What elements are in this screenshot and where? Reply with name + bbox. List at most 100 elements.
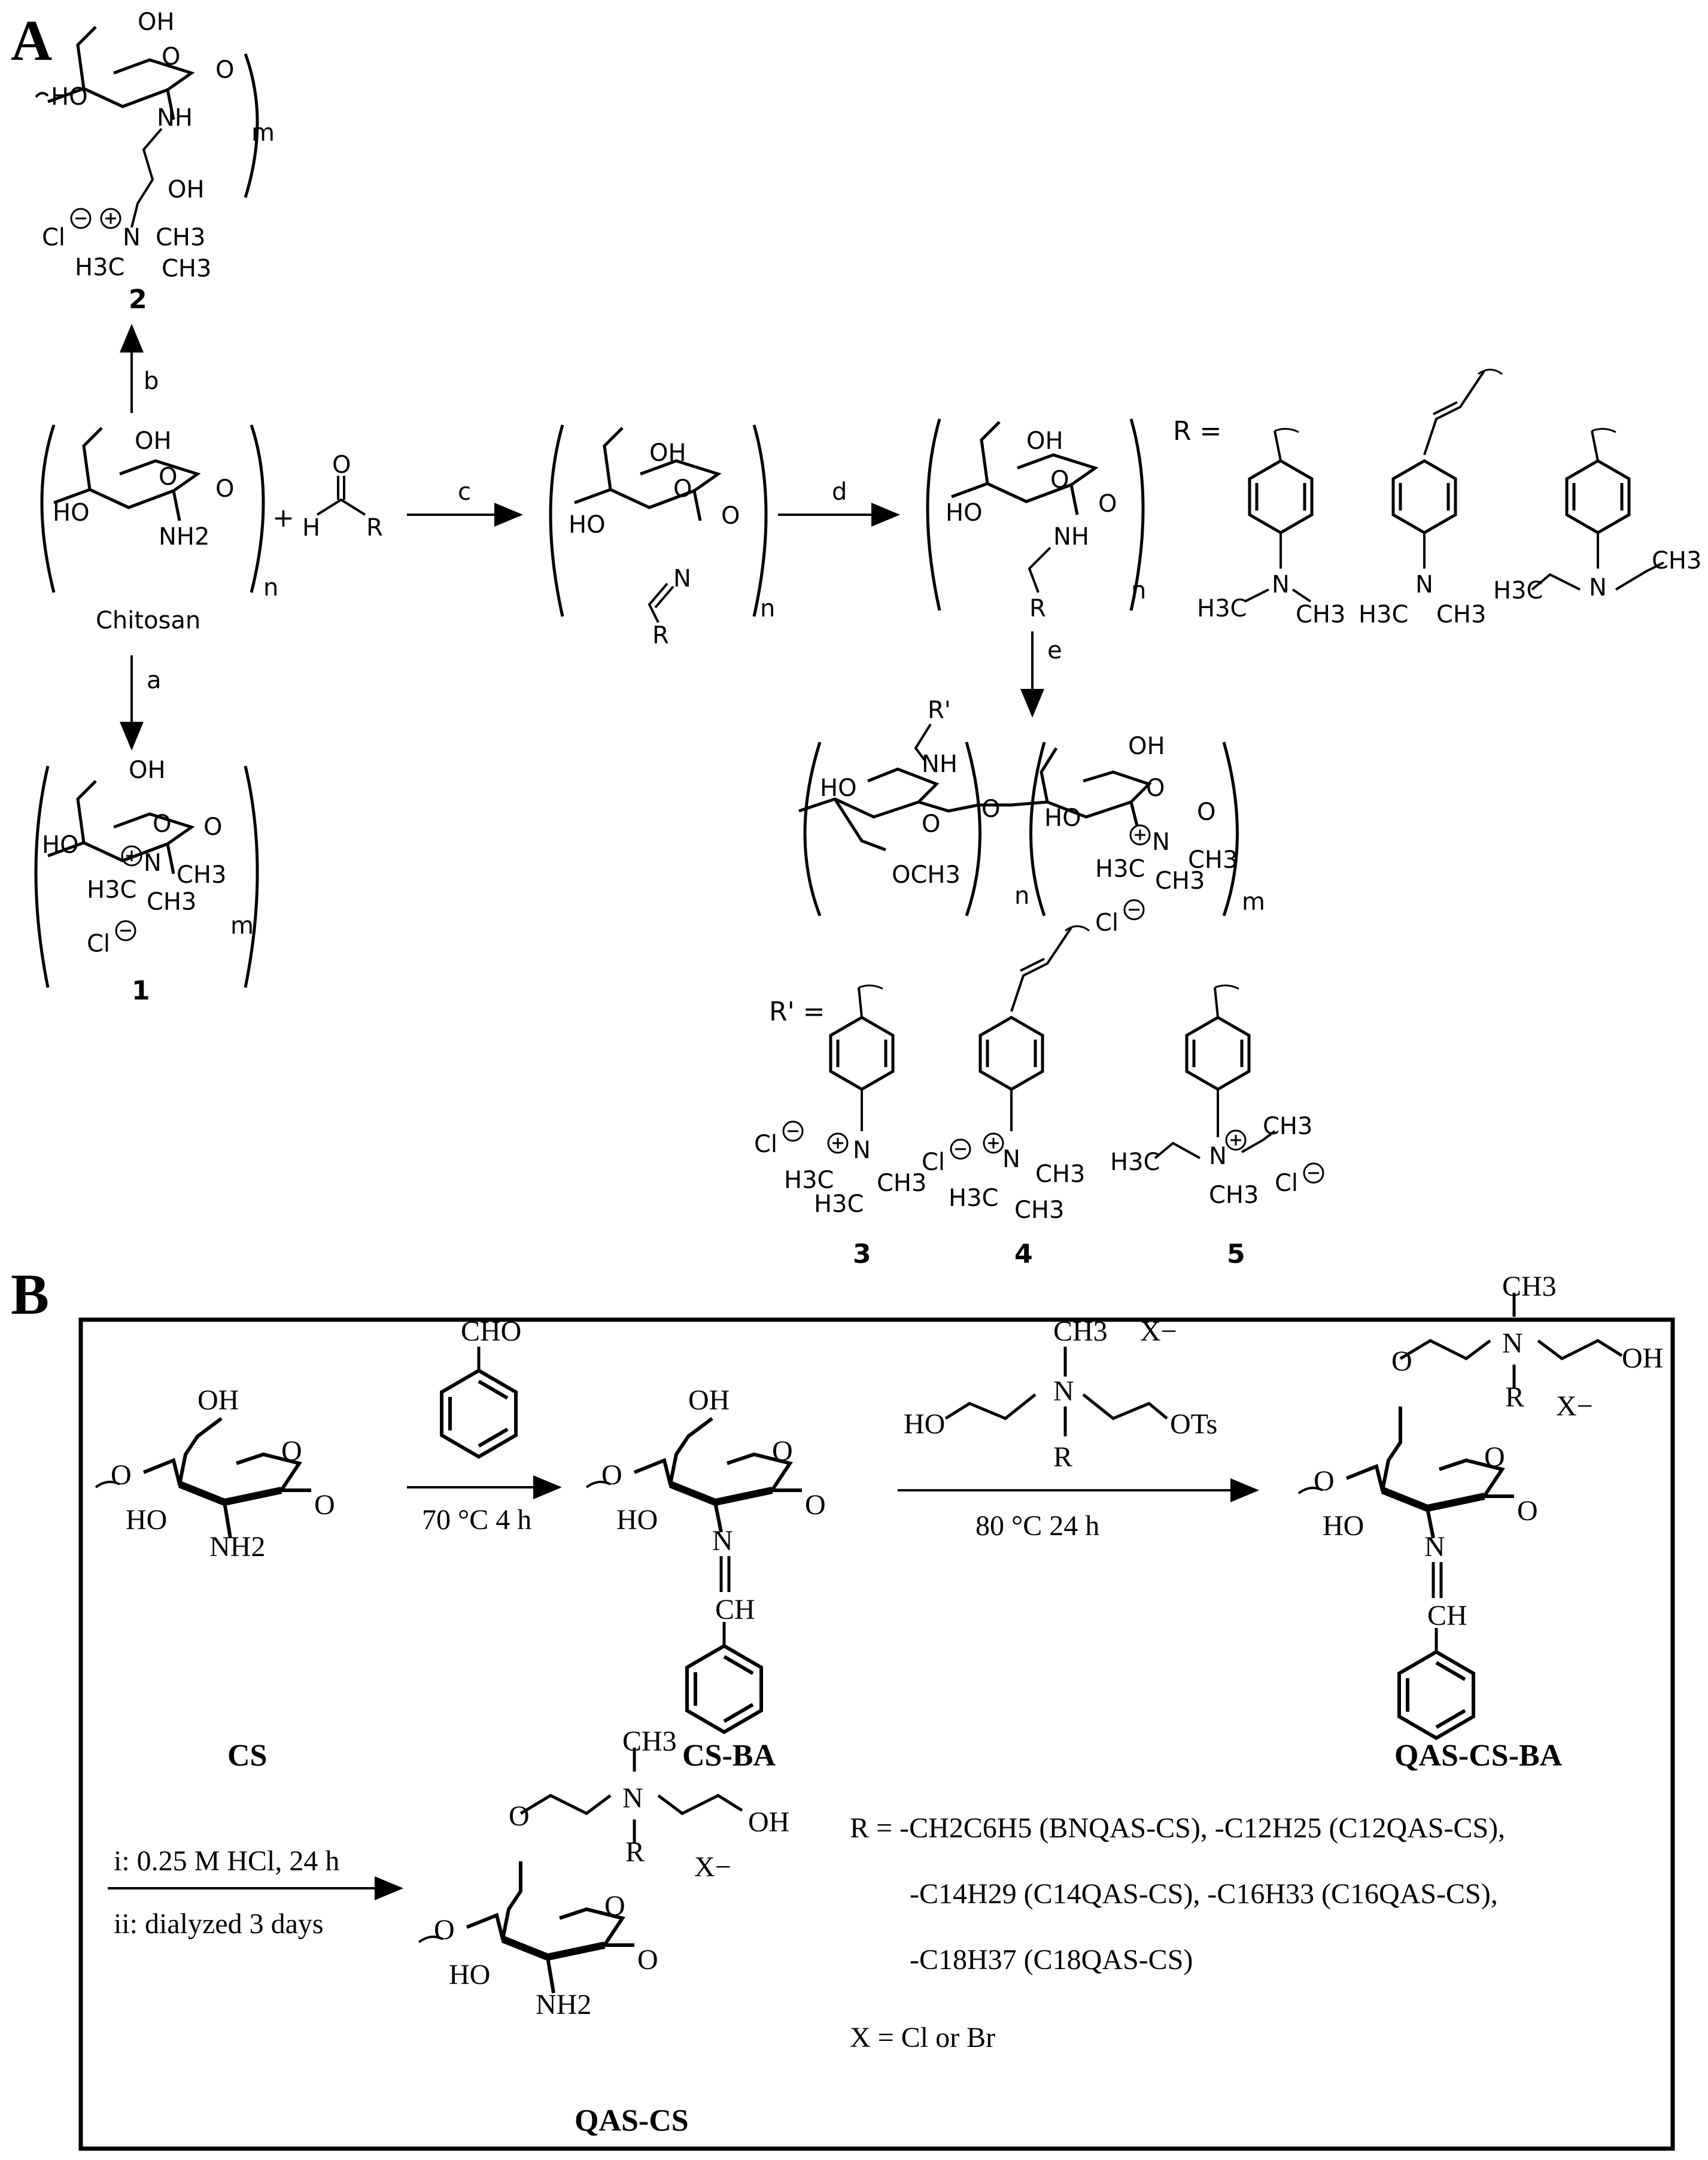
cs-ba-name: CS-BA [682, 1739, 776, 1773]
atom-ch3: CH3 [1155, 867, 1205, 895]
atom-oh: OH [748, 1806, 789, 1838]
atom-o: O [1391, 1345, 1412, 1377]
atom-o: O [601, 1459, 622, 1491]
chitosan-structure [40, 424, 265, 593]
atom-n: N [1415, 571, 1433, 599]
atom-o: O [981, 795, 1000, 823]
qas-cs-ba-name: QAS-CS-BA [1394, 1739, 1563, 1773]
atom-oh: OH [168, 176, 205, 203]
chitosan-label: Chitosan [96, 607, 200, 634]
atom-h3c: H3C [784, 1166, 834, 1194]
subscript-n: n [1014, 882, 1029, 910]
atom-o: O [1098, 490, 1117, 518]
atom-ch3: CH3 [1035, 1160, 1085, 1188]
atom-n: N [123, 224, 141, 251]
atom-n: N [673, 565, 691, 593]
atom-nh: NH [157, 104, 193, 132]
qas-cs-name: QAS-CS [575, 2104, 689, 2138]
atom-o: O [637, 1944, 658, 1976]
atom-oh: OH [197, 1384, 239, 1416]
atom-oh: OH [129, 757, 166, 784]
atom-oh: OH [649, 439, 686, 467]
arrow-a-label: a [147, 667, 162, 694]
atom-oh: OH [1026, 427, 1063, 455]
atom-h3c: H3C [949, 1184, 998, 1212]
atom-ch3: CH3 [177, 861, 226, 889]
subscript-m: m [1242, 888, 1265, 916]
atom-ch3: CH3 [147, 888, 196, 916]
atom-n: N [144, 849, 162, 877]
arrow-b-label: b [144, 367, 159, 395]
atom-n: N [622, 1782, 643, 1814]
counterion-x: X− [1556, 1390, 1593, 1422]
counterion-x: X− [694, 1851, 731, 1883]
compound-5-number: 5 [1227, 1239, 1245, 1269]
atom-ho: HO [1044, 804, 1081, 832]
atom-ch3: CH3 [1502, 1271, 1557, 1302]
atom-n: N [853, 1137, 871, 1164]
atom-o: O [434, 1914, 455, 1946]
compound-1-structure [34, 765, 259, 988]
aldehyde-h: H [302, 514, 320, 542]
panel-b-frame [78, 1317, 1675, 2151]
atom-och3: OCH3 [892, 861, 961, 889]
atom-ch3: CH3 [1188, 846, 1238, 874]
arrow-d-label: d [832, 478, 847, 506]
atom-h3c: H3C [1493, 577, 1543, 604]
atom-cl: Cl [922, 1149, 945, 1176]
atom-r: R [1029, 595, 1046, 622]
r-definition-line1: R = -CH2C6H5 (BNQAS-CS), -C12H25 (C12QAS… [850, 1812, 1505, 1844]
atom-nh2: NH2 [159, 523, 209, 551]
step2-reagent-r: R [1053, 1441, 1072, 1473]
atom-o: O [922, 810, 940, 838]
subscript-m: m [230, 912, 254, 940]
atom-n: N [1502, 1327, 1523, 1359]
subscript-n: n [1131, 577, 1146, 604]
subscript-n: n [263, 574, 278, 601]
subscript-m: m [251, 119, 275, 147]
atom-o: O [509, 1800, 530, 1832]
atom-o: O [1314, 1465, 1335, 1497]
compound-2-structure [35, 27, 259, 198]
atom-o: O [159, 463, 177, 491]
atom-cl: Cl [87, 930, 110, 958]
step3-line1: i: 0.25 M HCl, 24 h [114, 1845, 339, 1877]
r-definition: R = [1173, 416, 1221, 446]
rprime-substituent-4 [980, 925, 1090, 1131]
r-substituent-2 [1393, 369, 1503, 569]
rprime-substituent-3 [831, 985, 893, 1131]
atom-o: O [111, 1459, 132, 1491]
atom-o: O [1484, 1441, 1505, 1473]
atom-nh: NH [1053, 523, 1089, 551]
cs-ba-benzene [687, 1646, 761, 1732]
atom-ho: HO [820, 774, 857, 802]
qas-cs-ba-structure [1297, 1293, 1623, 1652]
aldehyde-r: R [366, 514, 383, 542]
atom-oh: OH [1622, 1342, 1663, 1374]
panel-b-label: B [11, 1262, 49, 1326]
atom-ch3: CH3 [1652, 547, 1701, 575]
compound-3-number: 3 [853, 1239, 871, 1269]
atom-oh: OH [1128, 733, 1165, 760]
atom-n: N [1272, 571, 1290, 599]
atom-ch3: CH3 [162, 255, 211, 282]
r-substituent-3 [1531, 428, 1664, 591]
atom-cl: Cl [1095, 909, 1119, 937]
step1-conditions: 70 °C 4 h [422, 1504, 531, 1536]
atom-h3c: H3C [87, 876, 136, 904]
atom-o: O [1197, 798, 1215, 826]
atom-ho: HO [1323, 1510, 1364, 1542]
atom-h3c: H3C [814, 1190, 864, 1218]
atom-h3c: H3C [1359, 601, 1408, 628]
atom-h3c: H3C [1110, 1149, 1160, 1176]
atom-cl: Cl [42, 224, 65, 251]
atom-ho: HO [449, 1959, 490, 1991]
cs-ba-structure [585, 1417, 802, 1646]
atom-n: N [1209, 1143, 1227, 1170]
cs-name: CS [227, 1739, 267, 1773]
atom-cl: Cl [754, 1131, 777, 1158]
cs-structure [95, 1417, 311, 1539]
product-copolymer-structure [798, 742, 1239, 916]
atom-ho: HO [126, 1504, 167, 1536]
r-definition-line2: -C14H29 (C14QAS-CS), -C16H33 (C16QAS-CS)… [910, 1878, 1498, 1910]
